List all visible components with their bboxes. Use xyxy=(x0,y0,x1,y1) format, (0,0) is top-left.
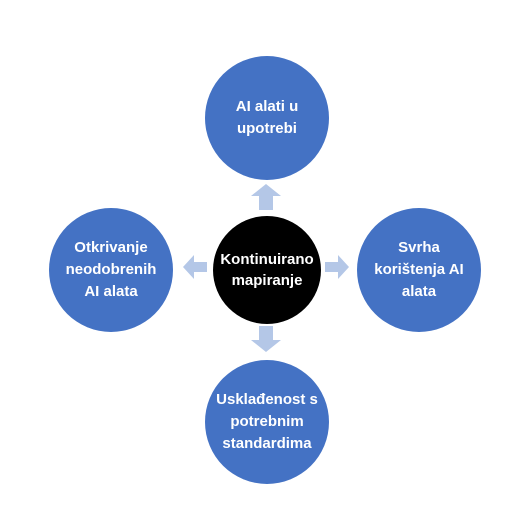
node-unapproved-ai-tools: Otkrivanje neodobrenih AI alata xyxy=(49,208,173,332)
node-ai-tools-in-use: AI alati u upotrebi xyxy=(205,56,329,180)
node-continuous-mapping-label: Kontinuirano mapiranje xyxy=(220,251,314,289)
node-ai-usage-purpose-label: Svrha korištenja AI alata xyxy=(374,239,464,300)
node-unapproved-ai-tools-label: Otkrivanje neodobrenih AI alata xyxy=(65,239,157,300)
arrow-down-icon xyxy=(251,326,281,352)
node-continuous-mapping: Kontinuirano mapiranje xyxy=(213,216,321,324)
node-ai-usage-purpose: Svrha korištenja AI alata xyxy=(357,208,481,332)
arrow-left-icon xyxy=(183,255,207,279)
arrow-right-icon xyxy=(325,255,349,279)
node-standards-compliance-label: Usklađenost s potrebnim standardima xyxy=(216,391,318,452)
node-ai-tools-in-use-label: AI alati u upotrebi xyxy=(235,98,299,137)
node-standards-compliance: Usklađenost s potrebnim standardima xyxy=(205,360,329,484)
arrow-up-icon xyxy=(251,184,281,210)
